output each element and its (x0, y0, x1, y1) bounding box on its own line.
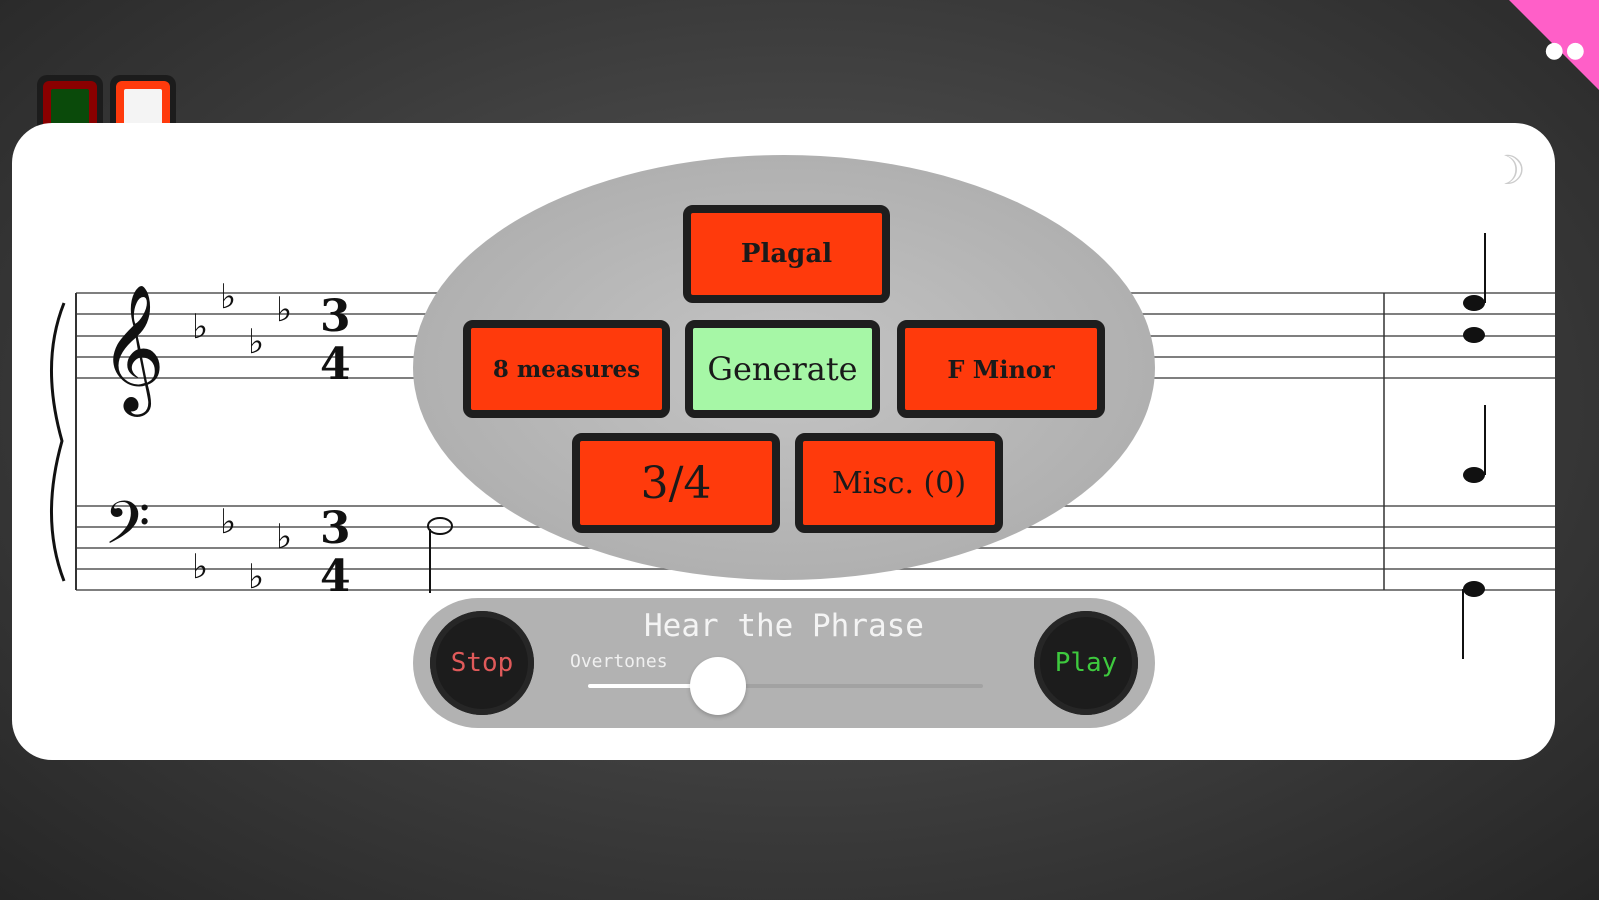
time-sig-top: 3 (320, 503, 351, 554)
player-title: Hear the Phrase (644, 608, 924, 644)
svg-text:♭: ♭ (220, 277, 236, 317)
stop-button[interactable]: Stop (430, 611, 534, 715)
moon-icon[interactable]: ☽ (1490, 148, 1526, 194)
svg-text:♭: ♭ (276, 290, 292, 330)
svg-text:♭: ♭ (248, 322, 264, 362)
slider-thumb[interactable] (690, 657, 747, 715)
overtones-label: Overtones (570, 651, 668, 672)
measures-button[interactable]: 8 measures (463, 320, 670, 418)
more-dots-icon[interactable]: ●● (1544, 38, 1587, 63)
time-sig-bottom: 4 (320, 551, 351, 602)
bass-clef: 𝄢 (104, 488, 150, 572)
generate-button[interactable]: Generate (685, 320, 880, 418)
key-signature: ♭ ♭ ♭ ♭ ♭ ♭ ♭ ♭ (192, 277, 292, 597)
svg-text:♭: ♭ (192, 307, 208, 347)
notes (427, 233, 1486, 659)
svg-text:♭: ♭ (220, 502, 236, 542)
cadence-button[interactable]: Plagal (683, 205, 890, 303)
treble-clef: 𝄞 (100, 283, 165, 417)
play-button[interactable]: Play (1034, 611, 1138, 715)
key-button[interactable]: F Minor (897, 320, 1105, 418)
brace (49, 302, 66, 582)
overtones-slider[interactable] (588, 657, 983, 715)
time-sig-top: 3 (320, 291, 351, 342)
svg-text:♭: ♭ (276, 517, 292, 557)
corner-menu[interactable] (1509, 0, 1599, 90)
meter-button[interactable]: 3/4 (572, 433, 780, 533)
svg-text:♭: ♭ (248, 557, 264, 597)
player-bar: Stop Hear the Phrase Overtones Play (413, 598, 1155, 728)
grid-view-button[interactable] (37, 75, 103, 145)
time-sig-bottom: 4 (320, 339, 351, 390)
misc-button[interactable]: Misc. (0) (795, 433, 1003, 533)
svg-text:♭: ♭ (192, 547, 208, 587)
slider-fill (588, 684, 719, 688)
